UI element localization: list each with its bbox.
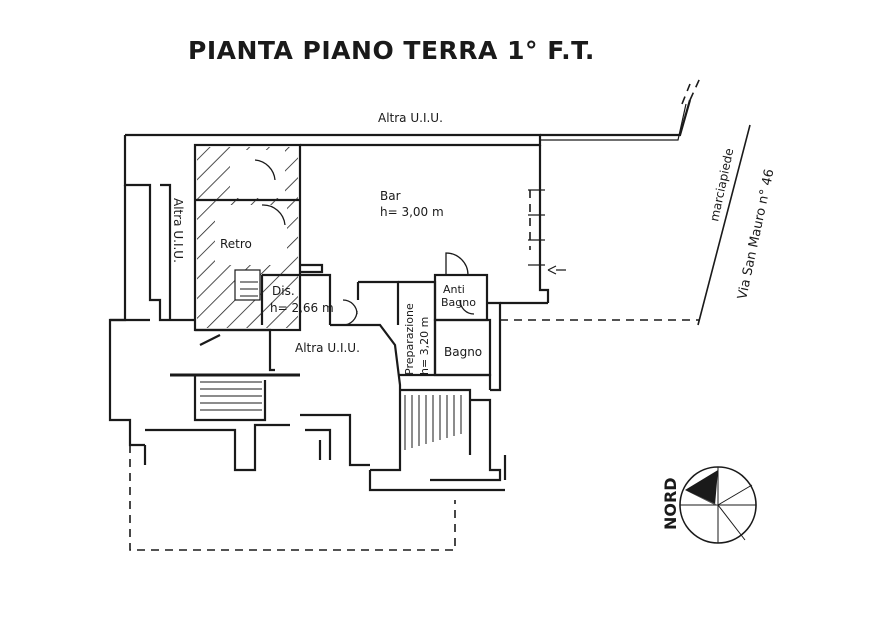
- label-nord: NORD: [661, 477, 680, 530]
- compass-rose: [679, 466, 757, 544]
- street-edge: [697, 124, 751, 326]
- label-anti-bagno: Bagno: [441, 296, 476, 309]
- bar-ticks: [528, 189, 566, 275]
- label-dis-height: h= 2,66 m: [270, 301, 334, 315]
- label-marciapiede: marciapiede: [707, 147, 736, 223]
- stairs: [200, 281, 462, 450]
- label-altra-left: Altra U.I.U.: [171, 198, 185, 263]
- label-altra-top: Altra U.I.U.: [378, 111, 443, 125]
- label-anti: Anti: [443, 283, 465, 296]
- plan-title: PIANTA PIANO TERRA 1° F.T.: [188, 36, 595, 65]
- label-retro: Retro: [220, 237, 252, 251]
- label-preparazione-height: h= 3,20 m: [418, 317, 431, 375]
- label-bar: Bar: [380, 189, 401, 203]
- label-altra-middle: Altra U.I.U.: [295, 341, 360, 355]
- doors: [254, 159, 475, 326]
- label-street: Via San Mauro n° 46: [735, 168, 777, 301]
- label-bagno: Bagno: [444, 345, 482, 359]
- label-dis: Dis.: [272, 284, 295, 298]
- label-preparazione: Preparazione: [403, 303, 416, 375]
- label-bar-height: h= 3,00 m: [380, 205, 444, 219]
